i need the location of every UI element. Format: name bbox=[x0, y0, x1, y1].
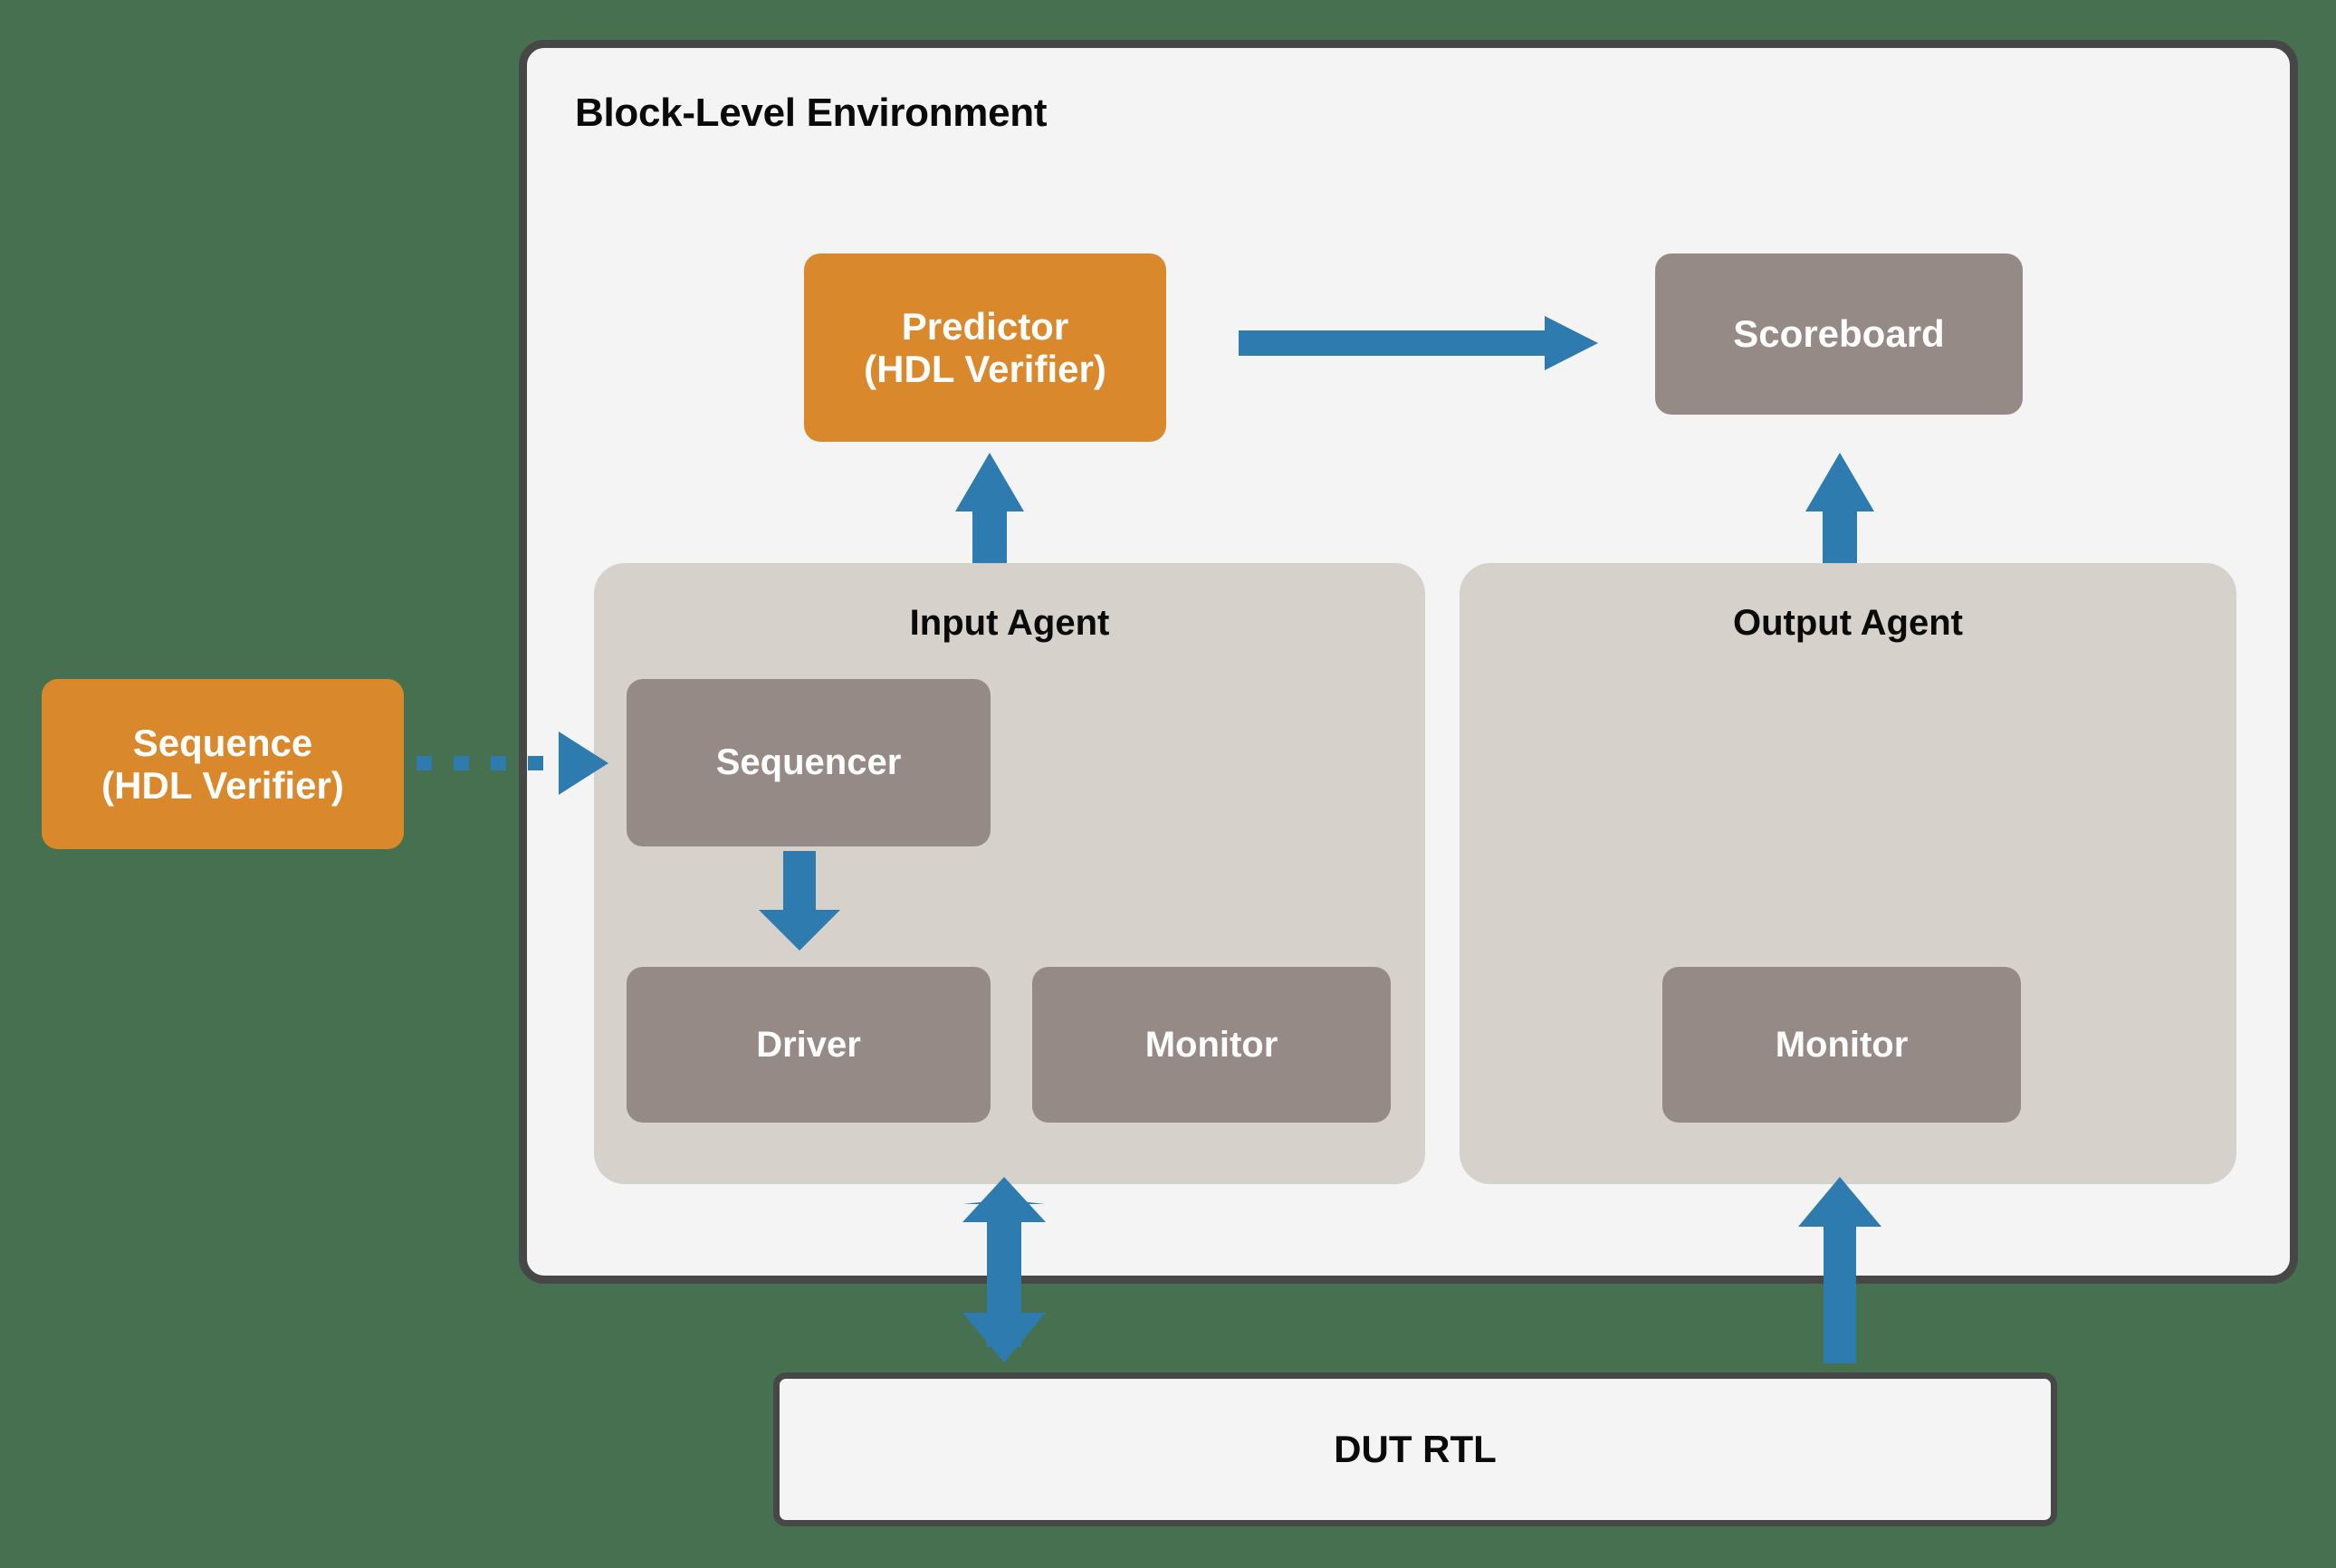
driver-label: Driver bbox=[756, 1024, 861, 1065]
dut-rtl-label: DUT RTL bbox=[1334, 1428, 1497, 1471]
sequencer-node[interactable]: Sequencer bbox=[627, 679, 991, 846]
output-monitor-node[interactable]: Monitor bbox=[1662, 967, 2021, 1123]
driver-node[interactable]: Driver bbox=[627, 967, 991, 1123]
output-agent-title: Output Agent bbox=[1732, 603, 1963, 643]
input-agent-title: Input Agent bbox=[909, 603, 1110, 643]
dut-rtl-node[interactable]: DUT RTL bbox=[773, 1372, 2057, 1526]
input-monitor-label: Monitor bbox=[1144, 1024, 1278, 1065]
sequence-node[interactable]: Sequence (HDL Verifier) bbox=[42, 679, 404, 849]
predictor-label-line2: (HDL Verifier) bbox=[864, 348, 1106, 390]
input-monitor-node[interactable]: Monitor bbox=[1032, 967, 1391, 1123]
output-monitor-label: Monitor bbox=[1775, 1024, 1909, 1065]
predictor-node[interactable]: Predictor (HDL Verifier) bbox=[804, 253, 1166, 442]
sequence-label-line2: (HDL Verifier) bbox=[101, 764, 344, 807]
sequence-label-line1: Sequence bbox=[132, 721, 313, 764]
sequencer-label: Sequencer bbox=[715, 742, 902, 783]
predictor-label-line1: Predictor bbox=[901, 304, 1069, 348]
scoreboard-node[interactable]: Scoreboard bbox=[1655, 253, 2023, 415]
scoreboard-label: Scoreboard bbox=[1733, 312, 1945, 356]
environment-title: Block-Level Environment bbox=[575, 91, 1048, 135]
